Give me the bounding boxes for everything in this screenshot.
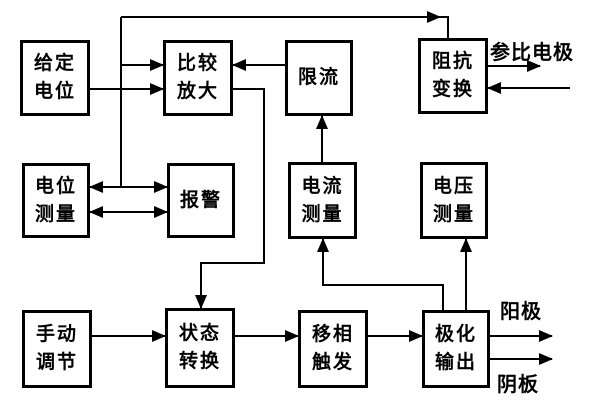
node-current-measure-label: 电流 测量	[301, 174, 344, 225]
edge-polar-to-curmeasure	[317, 238, 444, 310]
node-voltage-measure-label: 电压 测量	[432, 174, 475, 225]
node-given-potential: 给定 电位	[20, 40, 90, 116]
node-polarization-output-label: 极化 输出	[434, 323, 477, 373]
node-manual-adjust: 手动 调节	[22, 310, 92, 388]
edge-potential-to-impedance	[121, 16, 449, 38]
label-cathode-plate: 阴板	[497, 372, 539, 396]
node-current-measure: 电流 测量	[288, 162, 357, 239]
label-reference-electrode: 参比电极	[490, 40, 574, 64]
node-potential-measure: 电位 测量	[22, 163, 90, 238]
node-state-transition-label: 状态 转换	[178, 322, 221, 372]
node-voltage-measure: 电压 测量	[420, 162, 488, 239]
node-current-limit-label: 限流	[297, 66, 340, 89]
node-current-limit: 限流	[285, 40, 353, 116]
node-polarization-output: 极化 输出	[422, 310, 490, 388]
node-state-transition: 状态 转换	[165, 308, 235, 388]
node-alarm-label: 报警	[179, 188, 222, 211]
node-phase-shift-trigger-label: 移相 触发	[311, 323, 354, 373]
node-phase-shift-trigger: 移相 触发	[298, 310, 368, 388]
node-compare-amplify-label: 比较 放大	[176, 52, 219, 102]
node-given-potential-label: 给定 电位	[33, 52, 76, 102]
node-manual-adjust-label: 手动 调节	[35, 323, 78, 373]
node-impedance-transform: 阻抗 变换	[418, 38, 488, 114]
edge-compare-to-state	[195, 88, 265, 309]
node-potential-measure-label: 电位 测量	[34, 174, 77, 225]
node-impedance-transform-label: 阻抗 变换	[431, 50, 474, 100]
top-line-arrowhead	[427, 11, 441, 23]
label-anode: 阳极	[500, 299, 542, 323]
node-alarm: 报警	[167, 163, 235, 238]
node-compare-amplify: 比较 放大	[163, 40, 233, 116]
